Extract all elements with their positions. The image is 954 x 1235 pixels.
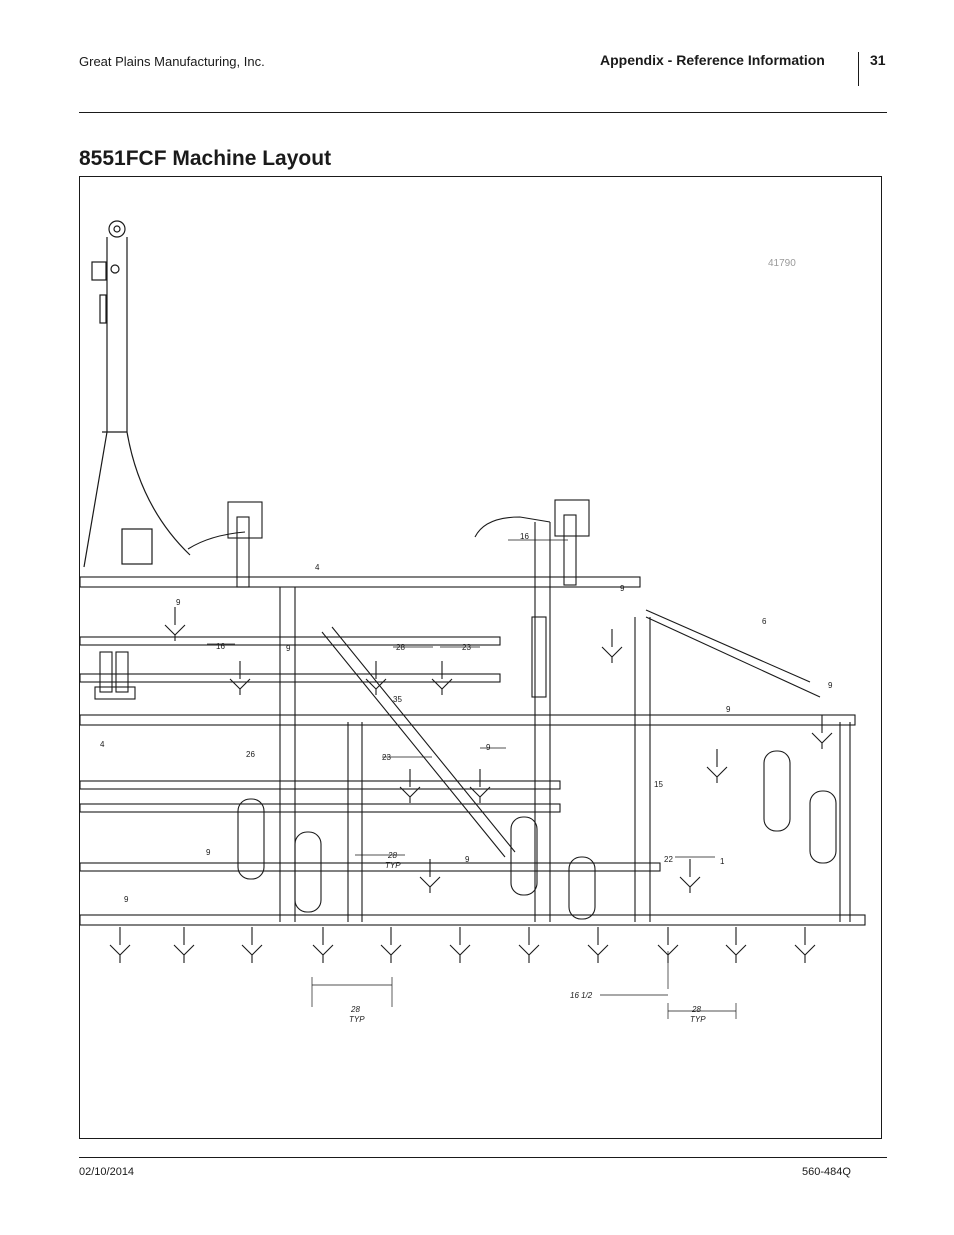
header-rule	[79, 112, 887, 113]
dim-9: 9	[176, 598, 181, 607]
dim-9-c: 9	[206, 848, 211, 857]
machine-layout-figure: 41790	[79, 176, 882, 1139]
lift-assemblies	[94, 499, 590, 700]
machine-layout-drawing: 16 4 9 6 9 16 9 28 23 35 9 9 4 26 23 9 1…	[80, 220, 866, 1024]
dim-16-1-2: 16 1/2	[570, 991, 593, 1000]
footer-doc-number: 560-484Q	[802, 1166, 851, 1178]
dim-6-half: 6	[762, 617, 767, 626]
dim-9-e: 9	[124, 895, 129, 904]
wheels	[237, 750, 837, 920]
figure-id: 41790	[768, 258, 796, 269]
dim-28-typ-mid: 28	[387, 851, 397, 860]
hitch-tongue	[83, 220, 191, 568]
dim-16-top: 16	[520, 532, 529, 541]
dim-23: 23	[462, 643, 471, 652]
dim-9-b: 9	[486, 743, 491, 752]
shanks	[109, 607, 833, 963]
typ-right: TYP	[690, 1015, 706, 1024]
dim-28-typ-right: 28	[691, 1005, 701, 1014]
typ-mid: TYP	[385, 861, 401, 870]
dim-16: 16	[216, 642, 225, 651]
dim-9-half-a: 9	[620, 584, 625, 593]
footer-date: 02/10/2014	[79, 1166, 135, 1178]
typ-left: TYP	[349, 1015, 365, 1024]
dim-9-half-c: 9	[726, 705, 731, 714]
dim-9-half-b: 9	[286, 644, 291, 653]
company-name: Great Plains Manufacturing, Inc.	[79, 54, 265, 69]
dim-35-quarter: 35	[393, 695, 402, 704]
dim-15-half: 15	[654, 780, 663, 789]
dim-26-half: 26	[246, 750, 255, 759]
dim-28-typ-left: 28	[350, 1005, 360, 1014]
dim-28: 28	[396, 643, 405, 652]
dim-9-d: 9	[465, 855, 470, 864]
dim-4-half: 4	[100, 740, 105, 749]
section-title: Appendix - Reference Information	[600, 52, 825, 68]
header-divider	[858, 52, 859, 86]
dimension-lines	[207, 539, 737, 1019]
dim-22-half: 22	[664, 855, 673, 864]
footer-rule	[79, 1157, 887, 1158]
dim-9-half-d: 9	[828, 681, 833, 690]
frame-rails	[80, 516, 866, 926]
page-number: 31	[870, 52, 886, 68]
page-title: 8551FCF Machine Layout	[79, 147, 332, 170]
dim-half: 1	[720, 857, 725, 866]
dim-23-b: 23	[382, 753, 391, 762]
dim-4-quarter: 4	[315, 563, 320, 572]
